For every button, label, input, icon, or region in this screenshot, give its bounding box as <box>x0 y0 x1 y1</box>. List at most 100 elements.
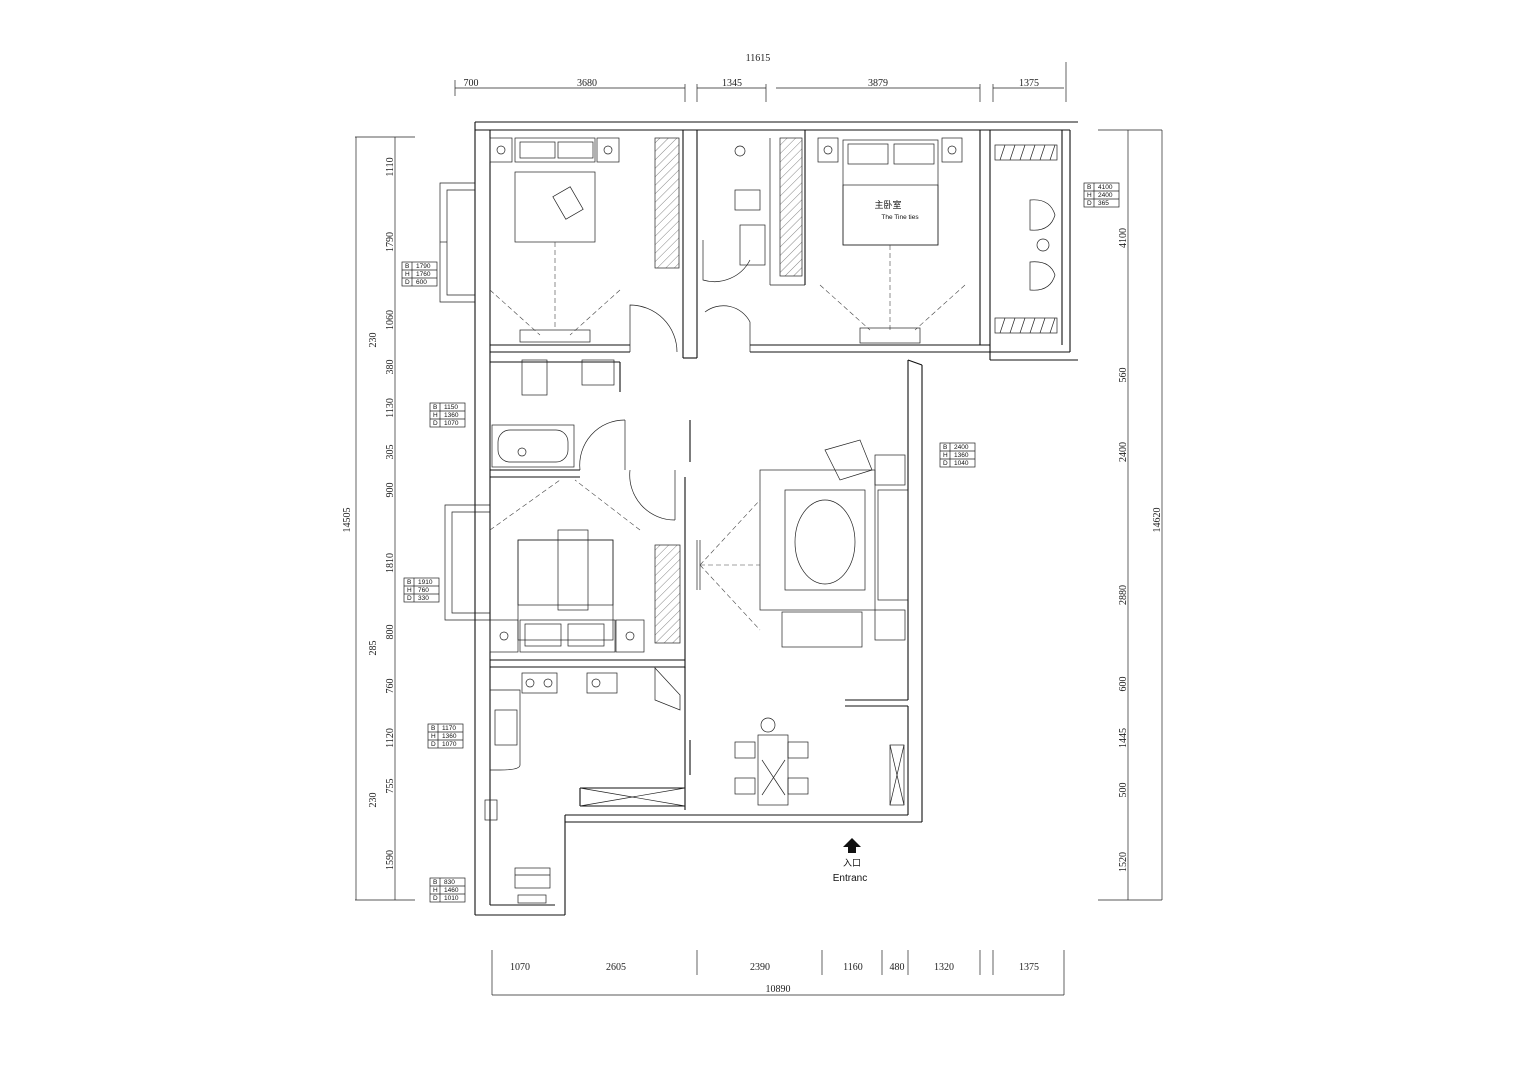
chair-icon <box>552 186 584 220</box>
left-dim-10: 800 <box>385 625 396 640</box>
armchair-icon <box>1029 199 1056 231</box>
living-room <box>699 439 909 806</box>
svg-text:B: B <box>1087 184 1091 191</box>
master-bedroom-sublabel: The Tine ties <box>881 214 919 221</box>
master-bedroom-label: 主卧室 <box>874 199 901 211</box>
chair-icon <box>787 741 809 759</box>
side-table-icon <box>1036 238 1050 252</box>
desk-icon <box>514 171 596 243</box>
coffee-table-icon <box>784 489 866 591</box>
left-dim-16: 1590 <box>385 850 396 870</box>
spec-b: 4100 <box>1098 184 1113 191</box>
spec-table: BHD 1910 760 330 <box>403 577 440 603</box>
bottom-dim-4: 1160 <box>843 962 863 973</box>
right-dim-1: 4100 <box>1118 228 1129 248</box>
toilet-icon <box>734 189 761 211</box>
sofa-icon <box>877 489 909 601</box>
wc-top <box>734 137 805 286</box>
svg-text:D: D <box>943 460 948 467</box>
left-dim-13: 1120 <box>385 728 396 748</box>
left-dim-9: 1810 <box>385 553 396 573</box>
spec-table: BHD 2400 1360 1040 <box>939 442 976 468</box>
svg-text:D: D <box>431 741 436 748</box>
spec-b: 830 <box>444 879 455 886</box>
svg-text:D: D <box>433 895 438 902</box>
rug-icon <box>759 469 876 611</box>
left-dim-4: 230 <box>368 333 379 348</box>
left-dim-15: 230 <box>368 793 379 808</box>
svg-text:D: D <box>433 420 438 427</box>
toilet-icon <box>521 359 548 396</box>
bay-windows <box>439 182 490 621</box>
spec-d: 330 <box>418 595 429 602</box>
top-dim-4: 3879 <box>868 78 888 89</box>
spec-table: BHD 1170 1360 1070 <box>427 723 464 749</box>
svg-text:B: B <box>431 725 435 732</box>
top-dim-1: 700 <box>464 78 479 89</box>
side-table-icon <box>874 454 906 486</box>
spec-h: 1360 <box>954 452 969 459</box>
spec-d: 1040 <box>954 460 969 467</box>
spec-table: BHD 1790 1760 600 <box>401 261 438 287</box>
spec-b: 1170 <box>442 725 456 732</box>
bottom-total-dimension: 10890 <box>766 984 791 995</box>
left-dim-12: 760 <box>385 679 396 694</box>
spec-h: 760 <box>418 587 429 594</box>
stove-icon <box>521 672 558 694</box>
top-dim-3: 1345 <box>722 78 742 89</box>
top-total-dimension: 11615 <box>746 53 771 64</box>
bottom-dim-5: 480 <box>890 962 905 973</box>
bottom-dim-3: 2390 <box>750 962 770 973</box>
bed-icon <box>842 139 939 246</box>
wardrobe-icon <box>654 137 680 269</box>
svg-text:B: B <box>407 579 411 586</box>
spec-h: 1360 <box>442 733 457 740</box>
svg-text:B: B <box>943 444 947 451</box>
spec-h: 1760 <box>416 271 431 278</box>
spec-b: 1910 <box>418 579 433 586</box>
side-table-icon <box>874 609 906 641</box>
bottom-dimension-chain: 1070 2605 2390 1160 480 1320 1375 10890 <box>491 950 1065 996</box>
top-dim-2: 3680 <box>577 78 597 89</box>
wardrobe-icon <box>654 544 681 644</box>
entrance-arrow-icon <box>843 838 861 853</box>
right-dim-6: 1445 <box>1118 728 1129 748</box>
top-dim-5: 1375 <box>1019 78 1039 89</box>
spec-d: 1010 <box>444 895 459 902</box>
right-total-dimension: 14620 <box>1152 508 1163 533</box>
washbasin-icon <box>581 359 615 386</box>
svg-text:D: D <box>407 595 412 602</box>
stove-icon <box>586 672 618 694</box>
svg-text:H: H <box>431 733 436 740</box>
spec-h: 1460 <box>444 887 459 894</box>
svg-text:B: B <box>433 879 437 886</box>
kitchen <box>484 667 681 821</box>
left-total-dimension: 14505 <box>342 508 353 533</box>
spec-b: 2400 <box>954 444 969 451</box>
top-dimension-chain: 11615 700 3680 1345 3879 1375 <box>454 53 1067 102</box>
svg-text:H: H <box>1087 192 1092 199</box>
entrance-label-en: Entranc <box>833 873 867 884</box>
right-dim-8: 1520 <box>1118 852 1129 872</box>
chair-icon <box>734 777 756 795</box>
wardrobe-icon <box>779 137 803 277</box>
left-dim-5: 380 <box>385 360 396 375</box>
chair-icon <box>787 777 809 795</box>
svg-text:H: H <box>407 587 412 594</box>
svg-text:H: H <box>433 412 438 419</box>
dining-area <box>734 717 809 806</box>
bathtub-icon <box>491 424 575 468</box>
sink-icon <box>739 224 766 266</box>
chair-icon <box>734 741 756 759</box>
sofa-icon <box>781 611 863 648</box>
bottom-dim-6: 1320 <box>934 962 954 973</box>
shoe-cabinet-icon <box>514 867 551 889</box>
spec-b: 1150 <box>444 404 458 411</box>
entry-cabinet <box>514 867 551 904</box>
spec-h: 2400 <box>1098 192 1113 199</box>
bottom-dim-7: 1375 <box>1019 962 1039 973</box>
entrance-label-cn: 入口 <box>843 858 861 869</box>
left-dim-2: 1790 <box>385 232 396 252</box>
door-swings <box>579 240 751 590</box>
